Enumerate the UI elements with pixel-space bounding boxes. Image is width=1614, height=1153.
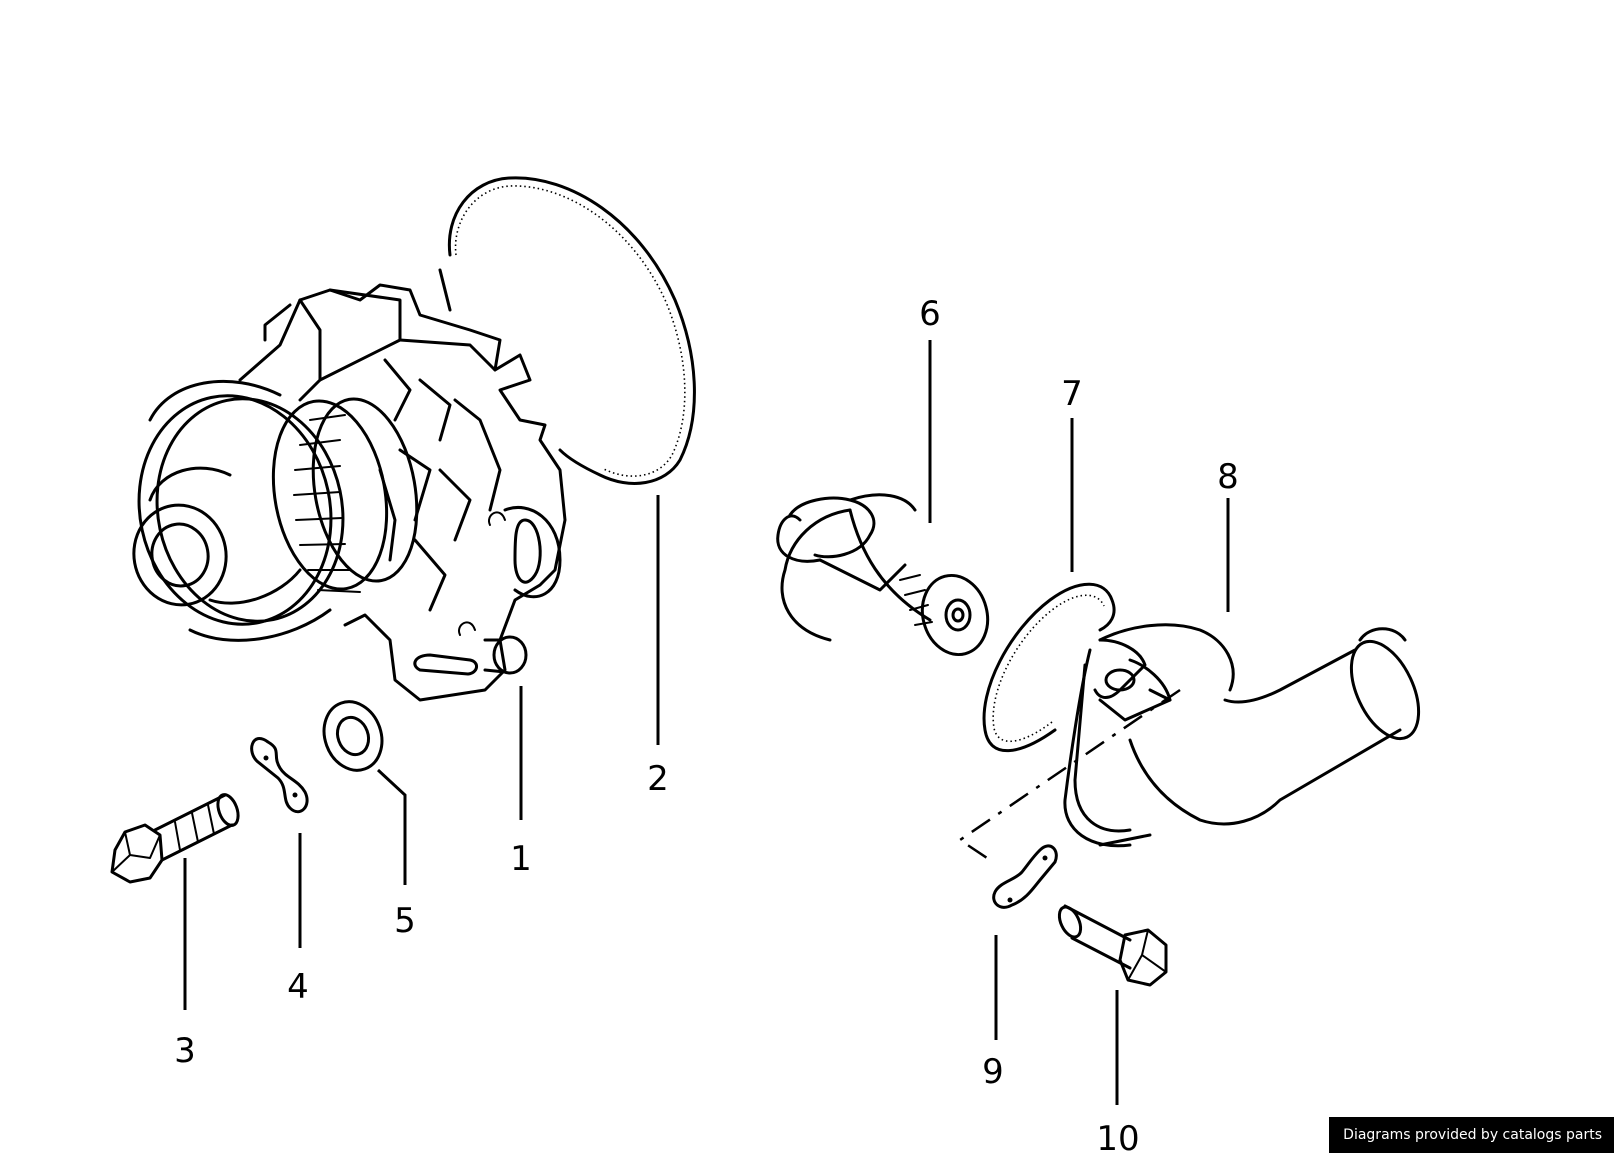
callout-5: 5 [394, 901, 416, 941]
callout-4: 4 [287, 967, 309, 1007]
lock-plate-part-4 [250, 737, 309, 814]
callout-8: 8 [1217, 457, 1239, 497]
water-pump-part [132, 268, 567, 702]
thermostat-part-6 [776, 493, 990, 657]
callout-2: 2 [647, 759, 669, 799]
coolant-flange-part-8 [1063, 623, 1421, 848]
callout-7: 7 [1061, 374, 1083, 414]
leader-lines [183, 340, 1230, 1105]
alignment-guide-line [957, 688, 1181, 862]
callout-9: 9 [982, 1052, 1004, 1092]
bolt-part-3 [110, 793, 240, 884]
callout-labels: 1 2 3 4 5 6 7 8 9 10 [174, 294, 1239, 1153]
washer-part-5 [322, 700, 384, 772]
pump-gasket-part [447, 176, 696, 485]
callout-10: 10 [1096, 1119, 1139, 1153]
watermark-badge: Diagrams provided by catalogs parts [1329, 1117, 1614, 1153]
lock-plate-part-9 [992, 844, 1058, 909]
o-ring-part-7 [982, 582, 1116, 753]
callout-3: 3 [174, 1031, 196, 1071]
leader-5 [376, 768, 407, 885]
callout-6: 6 [919, 294, 941, 334]
callout-1: 1 [510, 839, 532, 879]
bolt-part-10 [1057, 904, 1168, 987]
